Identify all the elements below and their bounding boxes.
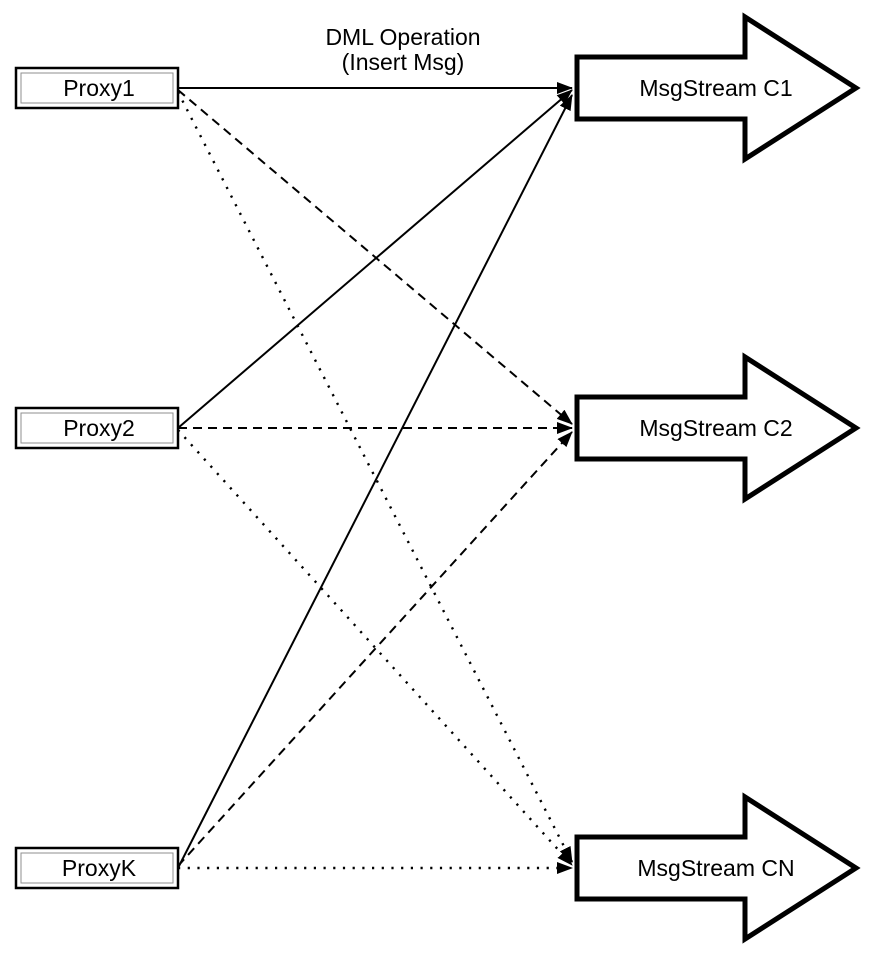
edge-proxyk-to-c1 (177, 94, 573, 869)
msgstream-cn-label: MsgStream CN (637, 855, 794, 881)
msgstream-c2-arrow-shape (574, 352, 861, 504)
edge-proxyk-to-c2 (177, 431, 573, 867)
msgstream-cn-arrow-shape (574, 792, 861, 944)
edge-proxy1-to-cn (176, 91, 574, 863)
proxyk-box (14, 846, 180, 890)
proxy2-box-inner-border (20, 412, 174, 444)
annotation-line1: DML Operation (325, 24, 480, 50)
proxy-node-proxyk: ProxyK (14, 846, 180, 890)
msgstream-c1-label: MsgStream C1 (639, 75, 792, 101)
edge-proxy2-to-c1 (177, 89, 573, 429)
proxy-node-proxy1: Proxy1 (14, 66, 180, 110)
proxy2-box (14, 406, 180, 450)
stream-node-msgstream-c1: MsgStream C1 (574, 12, 861, 164)
proxyk-box-inner-border (20, 852, 174, 884)
msgstream-c1-arrow-shape (574, 12, 861, 164)
edge-proxy1-to-c2 (177, 89, 573, 425)
annotation-line2: (Insert Msg) (342, 49, 465, 75)
stream-node-msgstream-c2: MsgStream C2 (574, 352, 861, 504)
proxy1-label: Proxy1 (63, 75, 135, 101)
dml-operation-annotation: DML Operation (Insert Msg) (325, 24, 480, 75)
edge-proxy2-to-cn (177, 429, 573, 866)
proxy1-box (14, 66, 180, 110)
proxy2-label: Proxy2 (63, 415, 135, 441)
edges (176, 82, 574, 874)
proxyk-label: ProxyK (62, 855, 137, 881)
stream-node-msgstream-cn: MsgStream CN (574, 792, 861, 944)
msgstream-c2-label: MsgStream C2 (639, 415, 792, 441)
proxy-node-proxy2: Proxy2 (14, 406, 180, 450)
proxy1-box-inner-border (20, 72, 174, 104)
